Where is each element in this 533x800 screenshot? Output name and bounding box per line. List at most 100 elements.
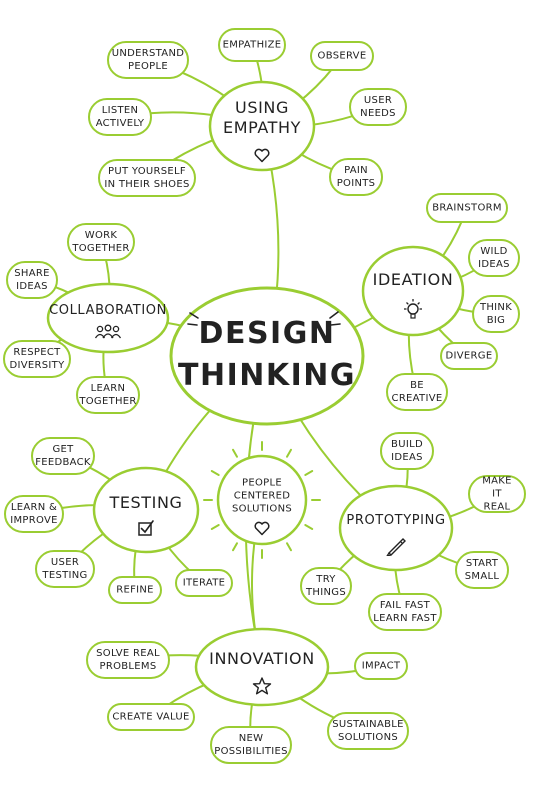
leaf-iterate-bubble	[175, 569, 233, 597]
people-icon	[93, 324, 123, 344]
people-ray	[210, 524, 220, 530]
leaf-new-possibilities-bubble	[210, 726, 292, 764]
leaf-make-it-real-bubble	[468, 475, 526, 513]
leaf-user-needs-bubble	[349, 88, 407, 126]
leaf-impact-label: IMPACT	[361, 660, 401, 672]
sparkle-mark	[330, 323, 341, 326]
star-icon	[252, 677, 272, 700]
leaf-observe-bubble	[310, 41, 374, 71]
hub-prototyping-bubble	[338, 484, 454, 572]
leaf-try-things-bubble	[300, 567, 352, 605]
leaf-impact-bubble	[354, 652, 408, 680]
leaf-work-together-bubble	[67, 223, 135, 261]
lightbulb-icon	[402, 298, 424, 326]
leaf-put-yourself-bubble	[98, 159, 196, 197]
leaf-refine-label: REFINE	[116, 584, 154, 596]
leaf-listen-bubble	[88, 98, 152, 136]
leaf-empathize-bubble	[218, 28, 286, 62]
leaf-diverge-label: DIVERGE	[445, 350, 493, 362]
center-blob	[169, 286, 365, 426]
leaf-start-small-label: START SMALL	[464, 558, 500, 582]
leaf-diverge-bubble	[440, 342, 498, 370]
nodes	[3, 28, 526, 764]
leaf-iterate-label: ITERATE	[182, 577, 226, 589]
leaf-user-needs-label: USER NEEDS	[360, 95, 396, 119]
leaf-build-ideas-label: BUILD IDEAS	[391, 439, 423, 463]
leaf-refine-bubble	[108, 576, 162, 604]
people-ray	[286, 542, 292, 552]
leaf-sustainable-label: SUSTAINABLE SOLUTIONS	[332, 719, 404, 743]
people-ray	[210, 470, 220, 476]
leaf-work-together-label: WORK TOGETHER	[72, 230, 130, 254]
leaf-share-ideas-label: SHARE IDEAS	[14, 268, 50, 292]
leaf-listen-label: LISTEN ACTIVELY	[95, 105, 145, 129]
leaf-brainstorm-label: BRAINSTORM	[432, 202, 502, 214]
hub-people-bubble	[216, 454, 308, 546]
leaf-make-it-real-label: MAKE IT REAL	[482, 475, 512, 513]
hub-ideation-label: IDEATION	[372, 270, 454, 289]
leaf-be-creative-label: BE CREATIVE	[391, 380, 443, 404]
hub-innovation-bubble	[194, 627, 330, 707]
leaf-pain-points-bubble	[329, 158, 383, 196]
leaf-put-yourself-label: PUT YOURSELF IN THEIR SHOES	[104, 166, 190, 190]
leaf-user-testing-label: USER TESTING	[42, 557, 88, 581]
leaf-respect-diversity-label: RESPECT DIVERSITY	[9, 347, 65, 371]
leaf-learn-together-bubble	[76, 376, 140, 414]
leaf-empathize-label: EMPATHIZE	[222, 39, 282, 51]
leaf-solve-real-bubble	[86, 641, 170, 679]
hub-people-label: PEOPLE CENTERED SOLUTIONS	[231, 477, 293, 515]
sparkle-mark	[329, 311, 339, 319]
sparkle-mark	[189, 312, 199, 319]
pencil-icon	[384, 536, 408, 560]
hub-testing-bubble	[92, 466, 200, 554]
hub-empathy-bubble	[208, 80, 316, 172]
leaf-brainstorm-bubble	[426, 193, 508, 223]
hub-collaboration-bubble	[46, 282, 170, 354]
leaf-learn-improve-bubble	[4, 495, 64, 533]
leaf-get-feedback-label: GET FEEDBACK	[35, 444, 91, 468]
hub-prototyping-label: PROTOTYPING	[346, 513, 446, 528]
leaf-fail-fast-label: FAIL FAST LEARN FAST	[373, 600, 437, 624]
checkbox-icon	[137, 519, 155, 541]
leaf-get-feedback-bubble	[31, 437, 95, 475]
leaf-create-value-bubble	[107, 703, 195, 731]
leaf-respect-diversity-bubble	[3, 340, 71, 378]
leaf-user-testing-bubble	[35, 550, 95, 588]
center-title-line1: DESIGN	[198, 316, 336, 351]
leaf-pain-points-label: PAIN POINTS	[336, 165, 376, 189]
people-ray	[304, 470, 314, 476]
leaf-sustainable-bubble	[327, 712, 409, 750]
hub-testing-label: TESTING	[109, 493, 183, 512]
leaf-fail-fast-bubble	[368, 593, 442, 631]
leaf-be-creative-bubble	[386, 373, 448, 411]
leaf-new-possibilities-label: NEW POSSIBILITIES	[214, 733, 288, 757]
heart-icon	[254, 148, 270, 167]
sparkle-mark	[187, 323, 198, 326]
heart-icon	[254, 521, 270, 540]
leaf-learn-together-label: LEARN TOGETHER	[79, 383, 137, 407]
hub-innovation-label: INNOVATION	[209, 649, 315, 668]
leaf-learn-improve-label: LEARN & IMPROVE	[10, 502, 58, 526]
leaf-wild-ideas-bubble	[468, 239, 520, 277]
hub-empathy-label: USING EMPATHY	[222, 98, 302, 137]
leaf-wild-ideas-label: WILD IDEAS	[478, 246, 510, 270]
leaf-build-ideas-bubble	[380, 432, 434, 470]
hub-collaboration-label: COLLABORATION	[49, 303, 167, 318]
leaf-solve-real-label: SOLVE REAL PROBLEMS	[96, 648, 160, 672]
people-ray	[232, 542, 238, 552]
leaf-create-value-label: CREATE VALUE	[112, 711, 190, 723]
center-title-line2: THINKING	[178, 358, 356, 393]
people-ray	[232, 448, 238, 458]
leaf-think-big-bubble	[472, 295, 520, 333]
hub-ideation-bubble	[361, 245, 465, 337]
leaf-understand-bubble	[107, 41, 189, 79]
leaf-understand-label: UNDERSTAND PEOPLE	[111, 48, 185, 72]
people-ray	[304, 524, 314, 530]
leaf-share-ideas-bubble	[6, 261, 58, 299]
people-ray	[286, 448, 292, 458]
leaf-try-things-label: TRY THINGS	[306, 574, 346, 598]
leaf-start-small-bubble	[455, 551, 509, 589]
leaf-observe-label: OBSERVE	[317, 50, 367, 62]
leaf-think-big-label: THINK BIG	[479, 302, 513, 326]
